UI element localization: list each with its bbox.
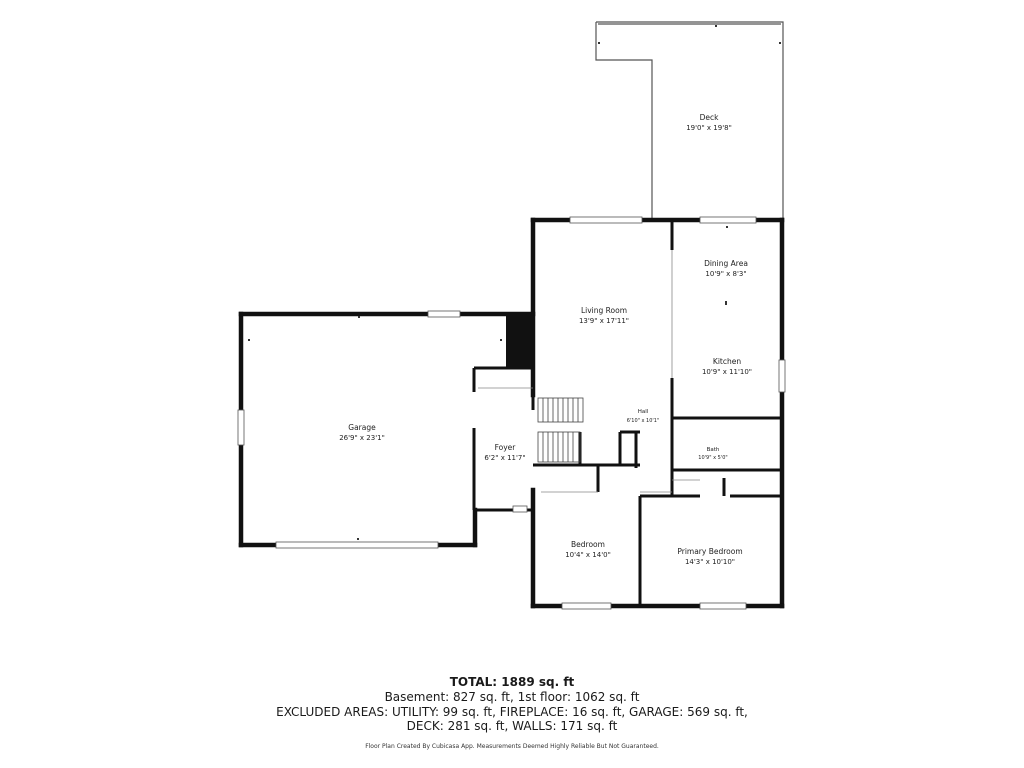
door-marks	[248, 226, 728, 540]
deck-outline	[595, 21, 784, 218]
windows	[237, 216, 786, 610]
room-dims: 19'0" x 19'8"	[686, 124, 732, 132]
room-dims: 14'3" x 10'10"	[685, 558, 735, 566]
room-dims: 26'9" x 23'1"	[339, 434, 385, 442]
room-name: Bath	[707, 447, 720, 453]
room-dims: 6'2" x 11'7"	[484, 454, 525, 462]
excluded-areas: EXCLUDED AREAS: UTILITY: 99 sq. ft, FIRE…	[276, 705, 748, 719]
room-name: Primary Bedroom	[677, 547, 742, 556]
room-name: Deck	[700, 113, 720, 122]
room-primary-bedroom: Primary Bedroom 14'3" x 10'10"	[677, 547, 742, 566]
room-foyer: Foyer 6'2" x 11'7"	[484, 443, 525, 462]
room-dims: 10'9" x 5'0"	[698, 455, 727, 461]
room-name: Living Room	[581, 306, 627, 315]
room-kitchen: Kitchen 10'9" x 11'10"	[702, 357, 752, 376]
room-dining: Dining Area 10'9" x 8'3"	[704, 259, 748, 278]
floor-plan: Deck 19'0" x 19'8" Dining Area 10'9" x 8…	[237, 21, 786, 610]
partition-lines	[478, 250, 700, 493]
stairs	[537, 397, 584, 463]
room-name: Hall	[638, 409, 649, 415]
excluded-areas-continued: DECK: 281 sq. ft, WALLS: 171 sq. ft	[406, 719, 618, 733]
room-dims: 6'10" x 10'1"	[627, 418, 660, 424]
room-name: Dining Area	[704, 259, 748, 268]
deck-posts	[598, 25, 781, 44]
room-bath: Bath 10'9" x 5'0"	[698, 447, 727, 461]
room-bedroom: Bedroom 10'4" x 14'0"	[565, 540, 611, 559]
room-dims: 10'9" x 11'10"	[702, 368, 752, 376]
room-name: Foyer	[495, 443, 517, 452]
room-dims: 10'4" x 14'0"	[565, 551, 611, 559]
room-name: Kitchen	[713, 357, 741, 366]
room-name: Bedroom	[571, 540, 605, 549]
fireplace-block	[506, 314, 535, 368]
room-living: Living Room 13'9" x 17'11"	[579, 306, 629, 325]
room-deck: Deck 19'0" x 19'8"	[686, 113, 732, 132]
total-area: TOTAL: 1889 sq. ft	[449, 675, 575, 689]
room-name: Garage	[348, 423, 376, 432]
floor-areas: Basement: 827 sq. ft, 1st floor: 1062 sq…	[384, 690, 640, 704]
room-hall: Hall 6'10" x 10'1"	[627, 409, 660, 424]
room-dims: 10'9" x 8'3"	[705, 270, 746, 278]
room-dims: 13'9" x 17'11"	[579, 317, 629, 325]
disclaimer-footer: Floor Plan Created By Cubicasa App. Meas…	[365, 743, 659, 750]
room-garage: Garage 26'9" x 23'1"	[339, 423, 385, 442]
